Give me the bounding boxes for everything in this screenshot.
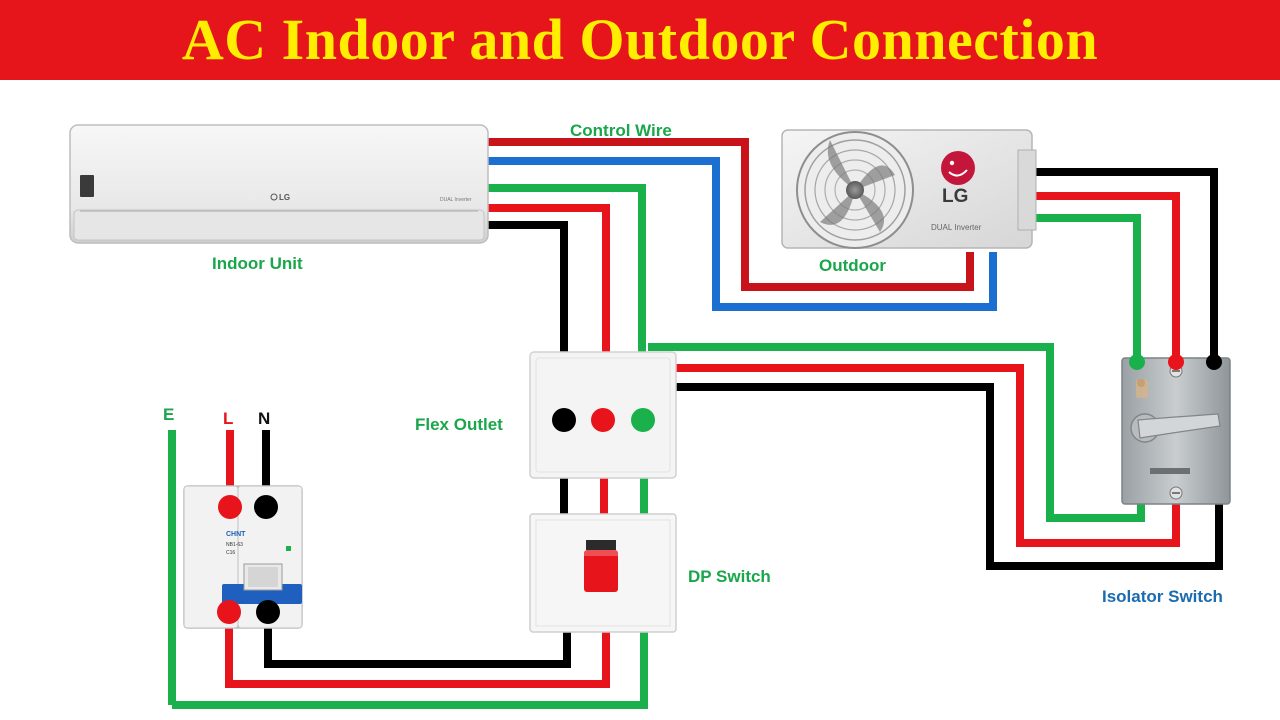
- title-banner: [0, 0, 1280, 80]
- breaker-live-out-terminal: [217, 600, 241, 624]
- control-wire-red: [484, 138, 974, 291]
- breaker-to-dp-earth: [172, 630, 648, 709]
- isolator-earth-out-terminal: [1129, 354, 1145, 370]
- dp-switch-icon: [529, 513, 677, 633]
- outdoor-label: Outdoor: [819, 256, 886, 275]
- breaker-model: NB1-63: [226, 542, 243, 548]
- lg-logo: LG DUAL Inverter: [931, 151, 982, 232]
- isolator-switch-label: Isolator Switch: [1102, 587, 1223, 606]
- diagram-canvas: LG DUAL Inverter: [69, 121, 1231, 709]
- outlet-live-terminal: [591, 408, 615, 432]
- outdoor-logo: LG: [942, 186, 968, 207]
- outlet-earth-terminal: [631, 408, 655, 432]
- dp-switch-label: DP Switch: [688, 567, 771, 586]
- neutral-terminal-label: N: [258, 409, 270, 428]
- socket-outlet-icon: [529, 351, 677, 479]
- isolator-to-outdoor-neutral: [1024, 168, 1218, 362]
- flex-to-isolator-neutral: [564, 383, 1223, 570]
- split-ac-indoor-unit-icon: LG DUAL Inverter: [69, 124, 489, 244]
- isolator-to-outdoor-earth: [1034, 214, 1141, 362]
- outdoor-model: DUAL Inverter: [931, 223, 982, 232]
- earth-terminal-label: E: [163, 405, 174, 424]
- breaker-live-in-terminal: [218, 495, 242, 519]
- fan-icon: [796, 131, 914, 249]
- indoor-model: DUAL Inverter: [440, 197, 472, 203]
- flex-to-isolator-earth: [648, 343, 1145, 522]
- indoor-unit-label: Indoor Unit: [212, 254, 303, 273]
- outlet-neutral-terminal: [552, 408, 576, 432]
- breaker-brand: CHNT: [226, 531, 246, 538]
- flex-to-isolator-live: [606, 364, 1180, 547]
- isolator-switch-icon: [1121, 354, 1231, 505]
- control-wire-blue: [484, 157, 997, 311]
- mcb-breaker-icon: CHNT NB1-63 C16: [183, 485, 303, 629]
- breaker-neutral-out-terminal: [256, 600, 280, 624]
- page-title: AC Indoor and Outdoor Connection: [181, 7, 1099, 72]
- breaker-to-dp-live: [225, 612, 610, 688]
- isolator-to-outdoor-live: [1034, 192, 1180, 362]
- live-terminal-label: L: [223, 409, 233, 428]
- breaker-to-dp-neutral: [264, 612, 571, 668]
- ac-outdoor-unit-icon: LG DUAL Inverter: [781, 129, 1037, 249]
- indoor-earth-wire: [484, 184, 646, 420]
- breaker-neutral-in-terminal: [254, 495, 278, 519]
- breaker-rating: C16: [226, 550, 235, 556]
- flex-outlet-label: Flex Outlet: [415, 415, 503, 434]
- wires: [168, 138, 1223, 709]
- isolator-neutral-out-terminal: [1206, 354, 1222, 370]
- control-wire-label: Control Wire: [570, 121, 672, 140]
- isolator-live-out-terminal: [1168, 354, 1184, 370]
- indoor-logo: LG: [279, 193, 290, 202]
- indoor-live-wire: [484, 204, 610, 420]
